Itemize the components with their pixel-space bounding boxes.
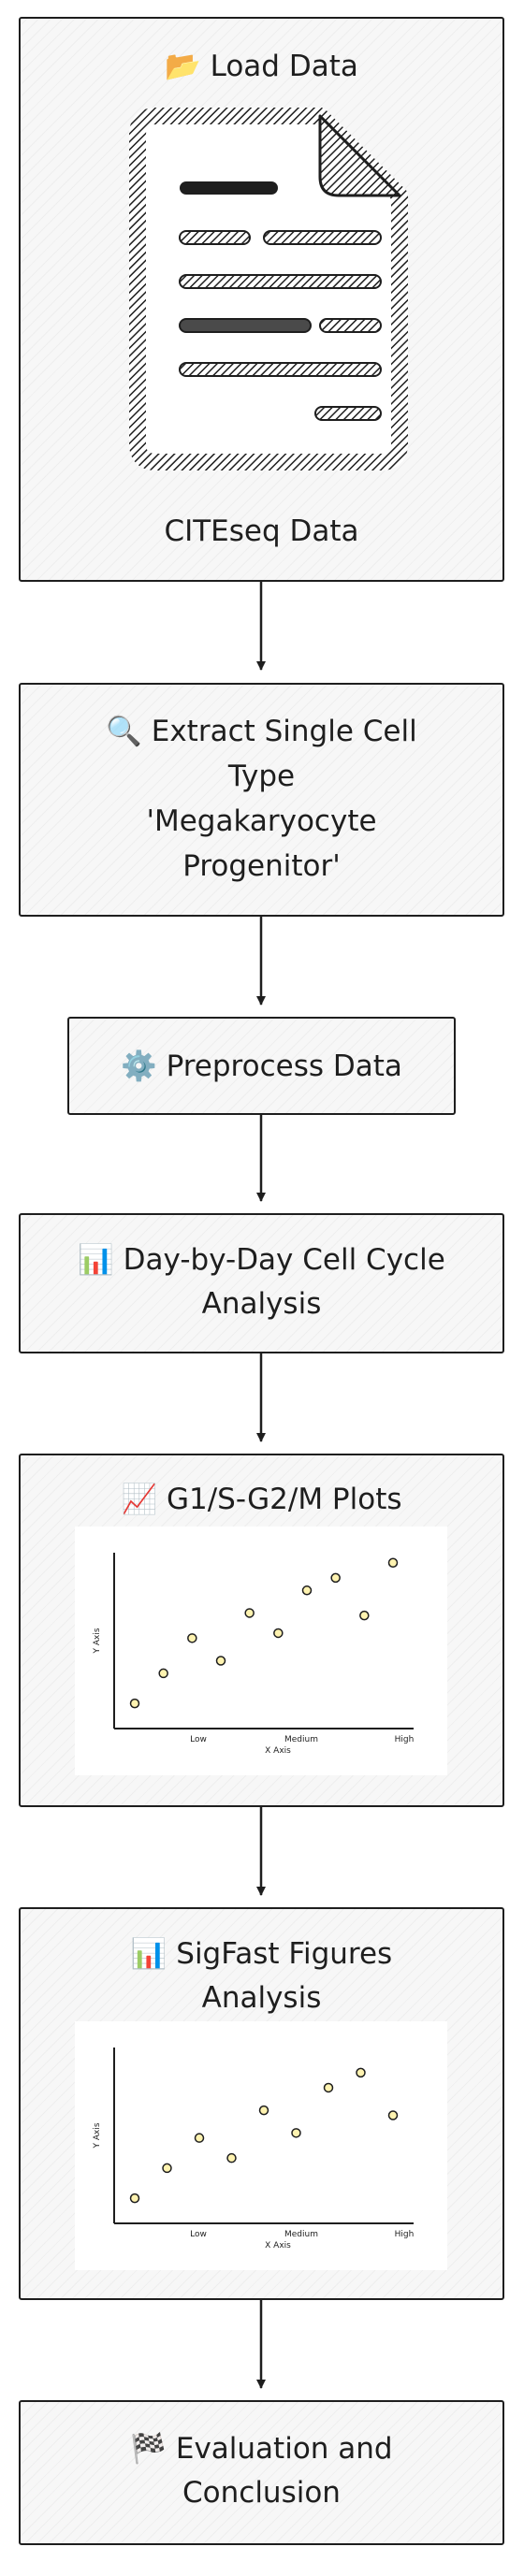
node-label: Preprocess Data — [166, 1049, 402, 1083]
node-label-line-2: Type — [227, 760, 296, 793]
scatter-plot: Low Medium High X Axis Y Axis — [75, 1527, 447, 1775]
node-g1s-g2m-plots[interactable]: 📈 G1/S-G2/M Plots Low Medium High X Axis Y A… — [19, 1454, 504, 1807]
x-tick-label: Medium — [284, 1735, 318, 1744]
x-tick-label: High — [395, 2230, 415, 2239]
scatter-plot-svg: Low Medium High X Axis Y Axis — [93, 2048, 415, 2250]
scatter-plot: Low Medium High X Axis Y Axis — [75, 2021, 447, 2270]
node-label-line-2: Conclusion — [182, 2476, 341, 2510]
node-title: 📂 Load Data — [21, 45, 502, 89]
node-title: 📊 SigFast Figures — [21, 1935, 502, 1973]
x-axis-label: X Axis — [265, 1746, 291, 1756]
node-label: Load Data — [210, 50, 358, 83]
checkered-flag-icon: 🏁 — [130, 2432, 167, 2466]
data-point — [359, 1610, 370, 1621]
data-point — [129, 2192, 140, 2204]
x-tick-label: Low — [190, 1735, 207, 1744]
node-caption: CITEseq Data — [164, 514, 359, 548]
node-load-data[interactable]: 📂 Load Data CITEseq Data — [19, 17, 504, 582]
data-point — [226, 2152, 237, 2164]
data-point — [215, 1656, 226, 1666]
node-label-line-2: Analysis — [201, 1287, 322, 1321]
y-axis-label: Y Axis — [93, 1628, 102, 1654]
node-sigfast-figures-analysis[interactable]: 📊 SigFast Figures Analysis Low Medium High… — [19, 1907, 504, 2300]
node-label-line-1: Evaluation and — [175, 2432, 393, 2466]
open-folder-icon: 📂 — [165, 50, 201, 83]
node-label-line-1: SigFast Figures — [176, 1937, 393, 1971]
data-point — [387, 2110, 399, 2120]
data-point — [162, 2163, 172, 2174]
node-label-line-3: 'Megakaryocyte — [146, 804, 377, 838]
node-title: ⚙️ Preprocess Data — [69, 1045, 454, 1089]
node-evaluation-conclusion[interactable]: 🏁 Evaluation and Conclusion — [19, 2400, 504, 2545]
data-point — [258, 2105, 269, 2116]
data-point — [158, 1668, 168, 1679]
data-point — [301, 1585, 313, 1596]
data-point — [323, 2082, 334, 2093]
y-axis-label: Y Axis — [93, 2122, 102, 2149]
node-preprocess-data[interactable]: ⚙️ Preprocess Data — [67, 1017, 456, 1115]
document-icon — [129, 108, 408, 470]
node-label-line-4: Progenitor' — [182, 849, 341, 883]
node-label-line-2: Analysis — [201, 1981, 322, 2015]
x-tick-label: Medium — [284, 2230, 318, 2239]
node-extract-cell-type[interactable]: 🔍 Extract Single Cell Type 'Megakaryocyt… — [19, 683, 504, 917]
data-point — [330, 1572, 341, 1584]
x-axis-label: X Axis — [265, 2241, 291, 2250]
data-point — [291, 2128, 301, 2138]
magnifier-icon: 🔍 — [106, 715, 142, 748]
data-point — [129, 1698, 140, 1709]
data-point — [387, 1557, 399, 1568]
bar-chart-icon: 📊 — [130, 1937, 167, 1971]
node-title: 📊 Day-by-Day Cell Cycle — [21, 1241, 502, 1279]
line-chart-icon: 📈 — [121, 1483, 158, 1516]
node-label-line-1: Day-by-Day Cell Cycle — [123, 1243, 445, 1277]
data-point — [187, 1633, 197, 1643]
x-tick-label: High — [395, 1735, 415, 1744]
data-point — [194, 2133, 205, 2143]
scatter-plot-svg: Low Medium High X Axis Y Axis — [93, 1553, 415, 1756]
data-point — [244, 1608, 255, 1618]
node-day-by-day-analysis[interactable]: 📊 Day-by-Day Cell Cycle Analysis — [19, 1213, 504, 1353]
node-title: 📈 G1/S-G2/M Plots — [21, 1478, 502, 1522]
node-title: 🔍 Extract Single Cell — [21, 713, 502, 750]
gear-icon: ⚙️ — [121, 1049, 157, 1083]
node-title: 🏁 Evaluation and — [21, 2430, 502, 2467]
x-tick-label: Low — [190, 2230, 207, 2239]
bar-chart-icon: 📊 — [78, 1243, 114, 1277]
data-point — [356, 2067, 366, 2078]
data-point — [273, 1628, 284, 1639]
node-label-line-1: Extract Single Cell — [151, 715, 417, 748]
node-label: G1/S-G2/M Plots — [166, 1483, 402, 1516]
